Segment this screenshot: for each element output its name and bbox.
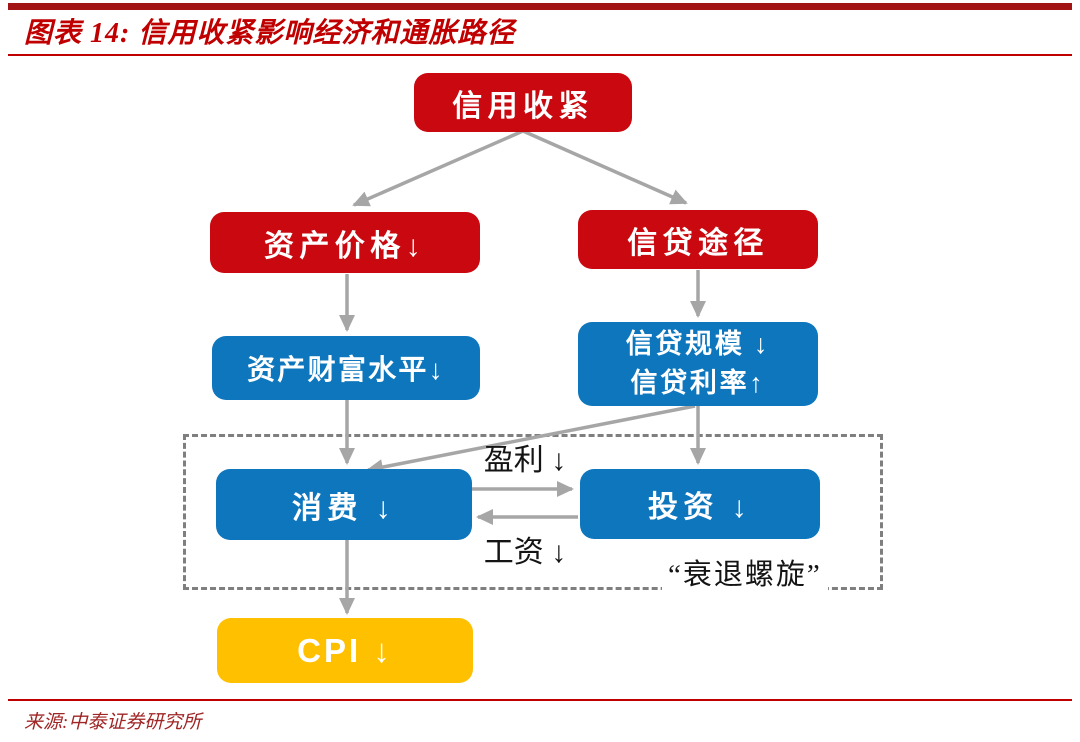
node-credit-channel: 信贷途径 — [578, 210, 818, 269]
node-credit-scale-line2: 信贷利率↑ — [630, 368, 766, 398]
label-wage-down: 工资 ↓ — [483, 536, 567, 569]
source-text: 来源:中泰证券研究所 — [24, 712, 202, 733]
node-consumption: 消费 ↓ — [216, 469, 472, 540]
arrow-creditscale-to-consumption — [366, 404, 696, 475]
node-credit-scale: 信贷规模 ↓ 信贷利率↑ — [578, 322, 818, 406]
footer-divider — [8, 699, 1072, 701]
node-asset-wealth: 资产财富水平↓ — [212, 336, 480, 400]
arrow-tightening-to-assetprice — [352, 129, 524, 207]
label-recession-spiral: “衰退螺旋” — [662, 551, 828, 593]
top-divider-bar — [8, 3, 1072, 10]
node-credit-tightening: 信用收紧 — [414, 73, 632, 132]
node-asset-price: 资产价格↓ — [210, 212, 480, 273]
figure-title: 图表 14: 信用收紧影响经济和通胀路径 — [24, 18, 516, 49]
recession-spiral-frame — [183, 434, 883, 590]
title-underline — [8, 54, 1072, 56]
node-credit-scale-line1: 信贷规模 ↓ — [625, 328, 771, 359]
label-profit-down: 盈利 ↓ — [483, 444, 567, 477]
node-cpi: CPI ↓ — [217, 618, 473, 683]
arrow-tightening-to-creditchannel — [522, 129, 688, 205]
node-investment: 投资 ↓ — [580, 469, 820, 539]
